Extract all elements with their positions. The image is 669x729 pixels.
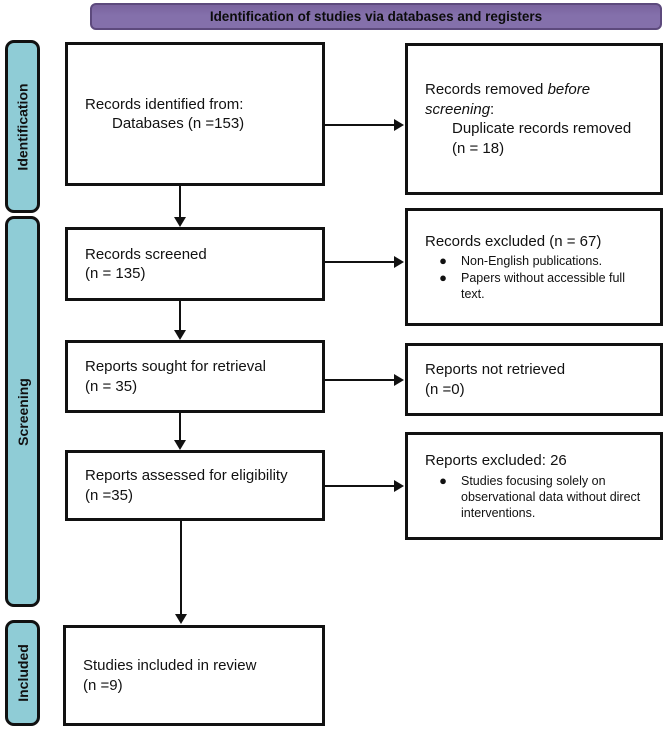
reports-sought-line1: Reports sought for retrieval (85, 358, 266, 375)
reports-assessed-line2: (n =35) (85, 486, 133, 504)
box-records-identified: Records identified from: Databases (n =1… (65, 42, 325, 186)
records-removed-italic: before screening (425, 81, 591, 118)
stage-screening: Screening (5, 216, 40, 607)
stage-screening-label: Screening (14, 377, 31, 446)
box-reports-assessed: Reports assessed for eligibility (n =35) (65, 450, 325, 521)
records-excluded-title: Records excluded (n = 67) (425, 232, 602, 250)
arrow-assessed-to-included-shaft (180, 521, 182, 616)
arrow-screened-to-excluded-shaft (325, 261, 396, 263)
box-records-screened: Records screened (n = 135) (65, 227, 325, 301)
stage-included-label: Included (14, 644, 31, 702)
arrow-assessed-to-included-head (175, 614, 187, 624)
arrow-assessed-to-excluded-head (394, 480, 404, 492)
arrow-identified-to-removed-head (394, 119, 404, 131)
arrow-sought-to-not-retrieved-head (394, 374, 404, 386)
records-screened-line1: Records screened (85, 245, 207, 263)
arrow-identified-to-removed-shaft (325, 124, 396, 126)
records-excluded-bullets: ● Non-English publications. ● Papers wit… (425, 253, 652, 302)
records-removed-prefix: Records removed (425, 81, 548, 98)
arrow-sought-to-assessed-head (174, 440, 186, 450)
stage-identification: Identification (5, 40, 40, 213)
reports-excluded-bullets: ● Studies focusing solely on observation… (425, 473, 652, 521)
records-removed-line2: Duplicate records removed (452, 120, 632, 137)
reports-sought-line2: (n = 35) (85, 377, 138, 395)
banner-databases-registers: Identification of studies via databases … (90, 3, 662, 30)
stage-included: Included (5, 620, 40, 726)
arrow-sought-to-not-retrieved-shaft (325, 379, 396, 381)
bullet-item: ● Papers without accessible full text. (425, 270, 652, 302)
records-removed-line1: Records removed before screening: (425, 80, 652, 119)
arrow-screened-to-sought-shaft (179, 301, 181, 331)
records-identified-line2: Databases (n =153) (112, 115, 245, 132)
box-reports-not-retrieved: Reports not retrieved (n =0) (405, 343, 663, 416)
box-records-removed: Records removed before screening: Duplic… (405, 43, 663, 195)
records-removed-line3: (n = 18) (452, 139, 505, 157)
bullet-icon: ● (439, 253, 447, 269)
arrow-assessed-to-excluded-shaft (325, 485, 396, 487)
bullet-item: ● Studies focusing solely on observation… (425, 473, 652, 521)
stage-identification-label: Identification (14, 82, 31, 171)
arrow-identified-to-screened-shaft (179, 186, 181, 219)
reports-not-retrieved-line1: Reports not retrieved (425, 361, 566, 378)
bullet-text: Papers without accessible full text. (461, 271, 625, 302)
banner-label: Identification of studies via databases … (209, 9, 543, 24)
records-screened-line2: (n = 135) (85, 265, 146, 282)
bullet-text: Non-English publications. (461, 254, 603, 269)
reports-assessed-line1: Reports assessed for eligibility (85, 467, 288, 484)
studies-included-line1: Studies included in review (83, 657, 257, 674)
arrow-sought-to-assessed-shaft (179, 413, 181, 441)
arrow-identified-to-screened-head (174, 217, 186, 227)
studies-included-line2: (n =9) (83, 676, 123, 694)
bullet-item: ● Non-English publications. (425, 253, 652, 270)
box-studies-included: Studies included in review (n =9) (63, 625, 325, 726)
box-reports-excluded: Reports excluded: 26 ● Studies focusing … (405, 432, 663, 540)
reports-excluded-title: Reports excluded: 26 (425, 452, 567, 470)
bullet-icon: ● (439, 270, 447, 286)
records-removed-suffix: : (490, 100, 495, 118)
bullet-icon: ● (439, 472, 447, 488)
bullet-text: Studies focusing solely on observational… (461, 473, 641, 520)
reports-not-retrieved-line2: (n =0) (425, 380, 465, 398)
box-records-excluded: Records excluded (n = 67) ● Non-English … (405, 208, 663, 326)
records-identified-line1: Records identified from: (85, 95, 244, 113)
arrow-screened-to-excluded-head (394, 256, 404, 268)
arrow-screened-to-sought-head (174, 330, 186, 340)
box-reports-sought: Reports sought for retrieval (n = 35) (65, 340, 325, 413)
